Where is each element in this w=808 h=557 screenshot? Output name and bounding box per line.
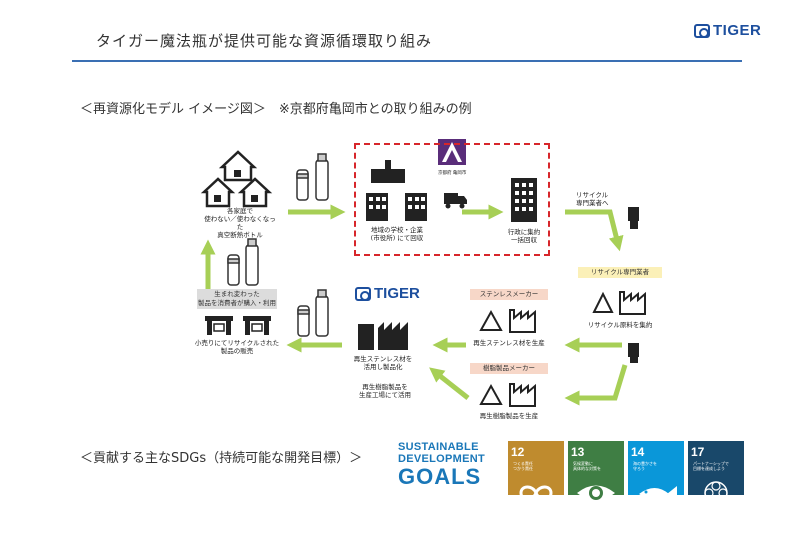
sdg-goal-13: 13 気候変動に 具体的な対策を bbox=[568, 441, 624, 501]
recycler-truck-2-icon bbox=[628, 343, 639, 363]
city-name-label: 京都府 亀岡市 bbox=[438, 171, 467, 176]
eye-globe-icon bbox=[577, 485, 615, 501]
sdg-goal-12-text: つくる責任 つかう責任 bbox=[513, 461, 533, 471]
sdgs-logo-line2: DEVELOPMENT bbox=[398, 453, 486, 465]
sdg-goal-12: 12 つくる責任 つかう責任 bbox=[508, 441, 564, 501]
fish-icon bbox=[639, 486, 677, 502]
stainless-factory-icon bbox=[509, 309, 536, 333]
sdgs-logo: SUSTAINABLE DEVELOPMENT GOALS bbox=[398, 441, 500, 495]
resin-maker-label: 樹脂製品メーカー bbox=[470, 363, 548, 374]
city-office-label: 行政に集約 一括回収 bbox=[507, 228, 541, 244]
tiger-logo-text: TIGER bbox=[713, 22, 762, 39]
sdg-goal-14: 14 海の豊かさを 守ろう bbox=[628, 441, 684, 502]
tiger-logo-icon bbox=[694, 23, 710, 38]
sdg-goal-17-text: パートナーシップで 目標を達成しよう bbox=[693, 461, 729, 471]
tiger-mid-logo-text: TIGER bbox=[374, 285, 420, 302]
tiger-mid-logo-icon bbox=[355, 286, 371, 301]
tiger-mid-logo: TIGER bbox=[355, 285, 420, 302]
resin-factory-icon bbox=[509, 383, 536, 407]
stainless-product-label: 再生ステンレス材を生産 bbox=[473, 339, 545, 347]
sdg-goal-17: 17 パートナーシップで 目標を達成しよう bbox=[688, 441, 744, 505]
households-label: 各家庭で 使わない／使わなくなった 真空断熱ボトル bbox=[204, 207, 276, 239]
sdgs-logo-line3: GOALS bbox=[398, 464, 482, 489]
flower-icon bbox=[704, 481, 728, 505]
truck-icon bbox=[444, 193, 467, 209]
retail-label: 小売りにてリサイクルされた 製品の販売 bbox=[194, 339, 280, 355]
resin-product-label: 再生樹脂製品を生産 bbox=[479, 412, 539, 420]
sdgs-logo-line1: SUSTAINABLE bbox=[398, 441, 479, 453]
recycled-bottle-icon bbox=[297, 289, 329, 337]
page-title: タイガー魔法瓶が提供可能な資源循環取り組み bbox=[96, 32, 433, 50]
resin-recycle-icon bbox=[479, 383, 503, 405]
reborn-label: 生まれ変わった 製品を消費者が購入・利用 bbox=[197, 289, 277, 309]
sdg-goal-13-text: 気候変動に 具体的な対策を bbox=[573, 461, 601, 471]
sdg-goal-12-number: 12 bbox=[511, 445, 525, 459]
tiger-factory-icon bbox=[358, 322, 408, 350]
recycler-truck-icon bbox=[628, 207, 639, 229]
recycler-label: リサイクル専門業者 bbox=[578, 267, 662, 278]
collection-label: 地域の学校・企業 (市役所) にて回収 bbox=[370, 226, 424, 242]
recycler-process-label: リサイクル原料を集約 bbox=[587, 321, 653, 329]
sdg-goal-14-number: 14 bbox=[631, 445, 645, 459]
recycle-icon bbox=[592, 291, 614, 313]
kameoka-scope-box bbox=[354, 143, 550, 256]
tiger-use-label: 再生ステンレス材を 活用し製品化 bbox=[353, 355, 413, 371]
tiger-factory-label: 再生樹脂製品を 生産工場にて活用 bbox=[359, 383, 411, 399]
stainless-maker-label: ステンレスメーカー bbox=[470, 289, 548, 300]
bottle-icon bbox=[296, 153, 329, 201]
sdg-goal-13-number: 13 bbox=[571, 445, 585, 459]
sdg-goal-17-number: 17 bbox=[691, 445, 705, 459]
sdgs-heading: ＜貢献する主なSDGs（持続可能な開発目標）＞ bbox=[80, 451, 363, 466]
sdg-goal-14-text: 海の豊かさを 守ろう bbox=[633, 461, 657, 471]
reborn-bottle-icon bbox=[227, 238, 259, 286]
store-icon bbox=[205, 316, 271, 335]
infinity-icon bbox=[519, 485, 553, 501]
recycler-dest-label: リサイクル 専門業者へ bbox=[576, 191, 609, 207]
office-building-icon bbox=[511, 178, 537, 222]
header-rule bbox=[72, 60, 742, 62]
house-icon bbox=[200, 150, 273, 208]
diagram-subtitle: ＜再資源化モデル イメージ図＞ ※京都府亀岡市との取り組みの例 bbox=[80, 102, 472, 117]
tiger-logo: TIGER bbox=[694, 22, 761, 39]
factory-icon bbox=[619, 291, 646, 315]
stainless-recycle-icon bbox=[479, 309, 503, 331]
